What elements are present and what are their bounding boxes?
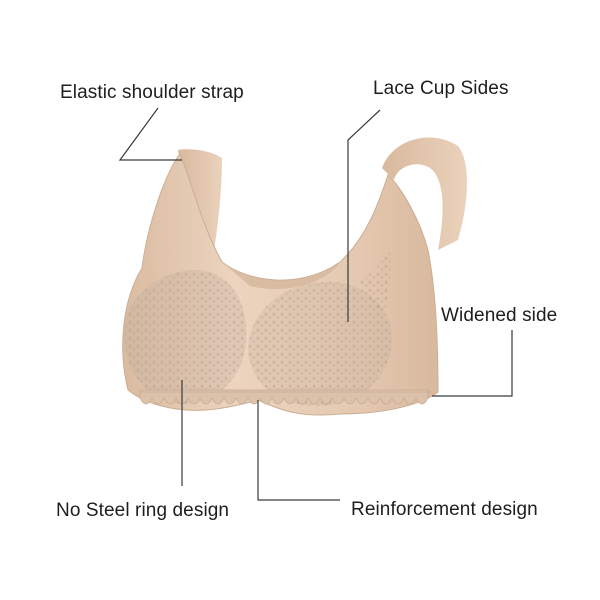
callout-reinforcement: Reinforcement design [351, 499, 538, 520]
right-cup-lace [248, 281, 392, 406]
callout-lace-cup-sides: Lace Cup Sides [373, 78, 509, 99]
leader-lines [118, 107, 513, 501]
right-strap [382, 137, 467, 250]
callout-widened-side: Widened side [441, 305, 558, 326]
callout-no-steel-ring: No Steel ring design [56, 500, 230, 521]
callout-shoulder-strap: Elastic shoulder strap [60, 82, 244, 103]
lace-hem [139, 389, 429, 405]
left-cup-lace [123, 269, 247, 404]
